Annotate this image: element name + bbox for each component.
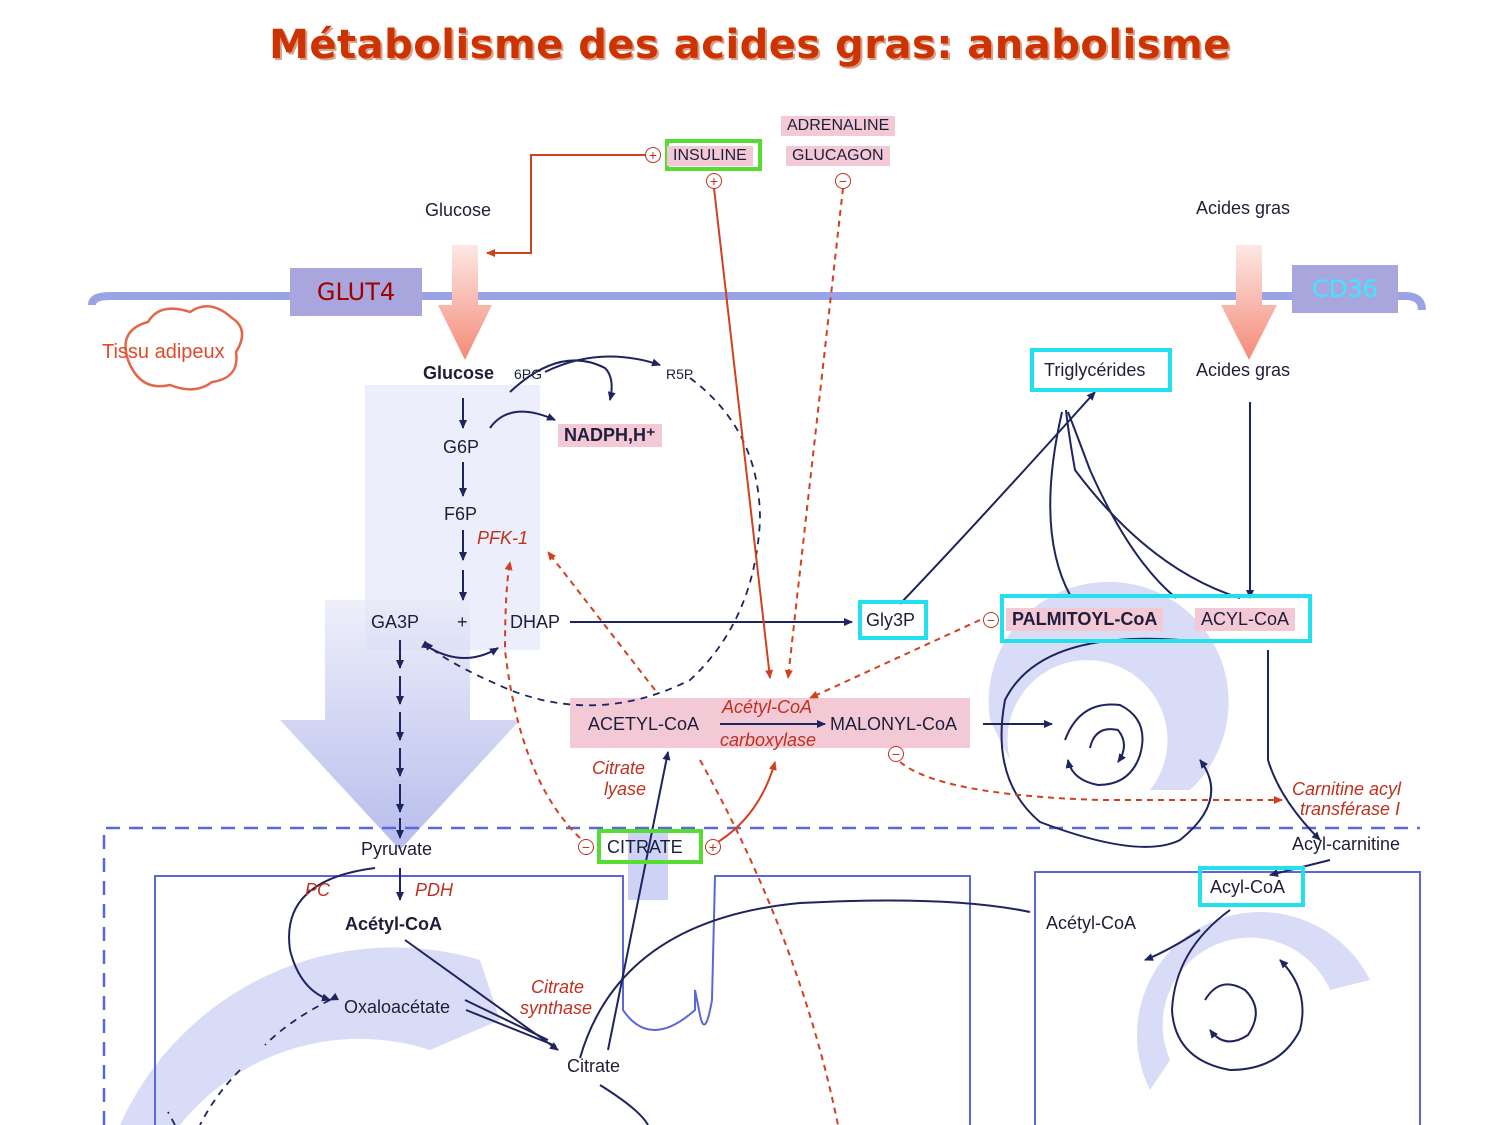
r5p-label: R5P xyxy=(666,366,694,382)
malonyl-coa-label: MALONYL-CoA xyxy=(830,714,958,734)
cpt1-enzyme-line1: Carnitine acyl xyxy=(1292,779,1402,799)
citrate-activation-sign: + xyxy=(705,839,721,855)
glucose-extracellular-label: Glucose xyxy=(425,200,492,220)
glut4-transporter-tag: GLUT4 xyxy=(290,268,422,316)
cd36-transporter-tag: CD36 xyxy=(1292,265,1398,313)
fatty-acid-transport-arrow xyxy=(1221,245,1277,360)
plus-label: + xyxy=(457,612,468,632)
gly3p-label: Gly3P xyxy=(866,610,916,630)
citrate-transport-arrow xyxy=(628,830,668,900)
acyl-coa-label: ACYL-CoA xyxy=(1195,608,1296,631)
acc-enzyme-line2: carboxylase xyxy=(720,730,817,750)
citrate-mito-label: Citrate xyxy=(567,1056,621,1076)
acyl-carnitine-label: Acyl-carnitine xyxy=(1292,834,1401,854)
insuline-activation-sign: + xyxy=(645,147,661,163)
6pg-label: 6PG xyxy=(514,366,543,382)
nadph-label: NADPH,H⁺ xyxy=(558,424,662,447)
ga3p-label: GA3P xyxy=(371,612,420,632)
glucagon-label: GLUCAGON xyxy=(786,146,890,166)
adrenaline-label: ADRENALINE xyxy=(781,116,896,136)
tissue-label: Tissu adipeux xyxy=(102,341,225,363)
insuline-label: INSULINE xyxy=(667,146,753,166)
citrate-lyase-line1: Citrate xyxy=(592,758,646,778)
pyruvate-label: Pyruvate xyxy=(361,839,433,859)
triglycerides-highlight-box xyxy=(1030,348,1172,392)
mitochondrial-inner-membrane-right xyxy=(1034,871,1421,1125)
acc-enzyme-line1: Acétyl-CoA xyxy=(722,697,813,717)
malonyl-inhibition-sign: − xyxy=(888,746,904,762)
acetyl-coa-cytosol-label: ACETYL-CoA xyxy=(588,714,700,734)
oxaloacetate-label: Oxaloacétate xyxy=(344,997,451,1017)
citrate-cytosol-label: CITRATE xyxy=(607,837,683,857)
palmitoyl-coa-label: PALMITOYL-CoA xyxy=(1006,608,1164,631)
glucose-transport-arrow xyxy=(438,245,492,360)
citrate-lyase-line2: lyase xyxy=(604,779,647,799)
acyl-coa-mito-highlight-box xyxy=(1198,866,1305,907)
mitochondrial-outer-membrane xyxy=(102,826,1420,1125)
slide-title: Métabolisme des acides gras: anabolisme xyxy=(269,22,1231,68)
citrate-inhibition-sign: − xyxy=(578,839,594,855)
acyl-coa-pool-highlight-box xyxy=(1000,594,1312,643)
acyl-coa-mito-label: Acyl-CoA xyxy=(1210,877,1286,897)
beta-oxidation-cycle-shape xyxy=(1137,912,1370,1090)
pc-enzyme-label: PC xyxy=(305,880,331,900)
adipose-tissue-icon xyxy=(124,305,244,391)
palmitoyl-inhibition-sign: − xyxy=(983,612,999,628)
fatty-acids-extracellular-label: Acides gras xyxy=(1196,198,1291,218)
glucose-intracellular-label: Glucose xyxy=(423,363,495,383)
plasma-membrane xyxy=(88,292,1426,311)
acetyl-coa-mito-label: Acétyl-CoA xyxy=(345,914,443,934)
pdh-enzyme-label: PDH xyxy=(415,880,454,900)
triglycerides-label: Triglycérides xyxy=(1044,360,1146,380)
glucagon-inhibition-sign: − xyxy=(835,173,851,189)
fatty-acids-intracellular-label: Acides gras xyxy=(1196,360,1291,380)
lipogenesis-cycle-shape xyxy=(988,581,1229,790)
pfk1-enzyme-label: PFK-1 xyxy=(477,528,529,548)
g6p-label: G6P xyxy=(443,437,480,457)
citrate-synthase-line1: Citrate xyxy=(531,977,585,997)
cpt1-enzyme-line2: transférase I xyxy=(1300,799,1401,819)
acetyl-coa-mito-right-label: Acétyl-CoA xyxy=(1046,913,1137,933)
citrate-synthase-line2: synthase xyxy=(520,998,593,1018)
insuline-activation-sign-2: + xyxy=(706,173,722,189)
krebs-cycle-shape xyxy=(120,947,500,1125)
dhap-label: DHAP xyxy=(510,612,561,632)
citrate-highlight-box xyxy=(597,829,703,864)
mitochondrial-inner-membrane xyxy=(154,875,971,1125)
gly3p-highlight-box xyxy=(858,600,928,640)
f6p-label: F6P xyxy=(444,504,478,524)
